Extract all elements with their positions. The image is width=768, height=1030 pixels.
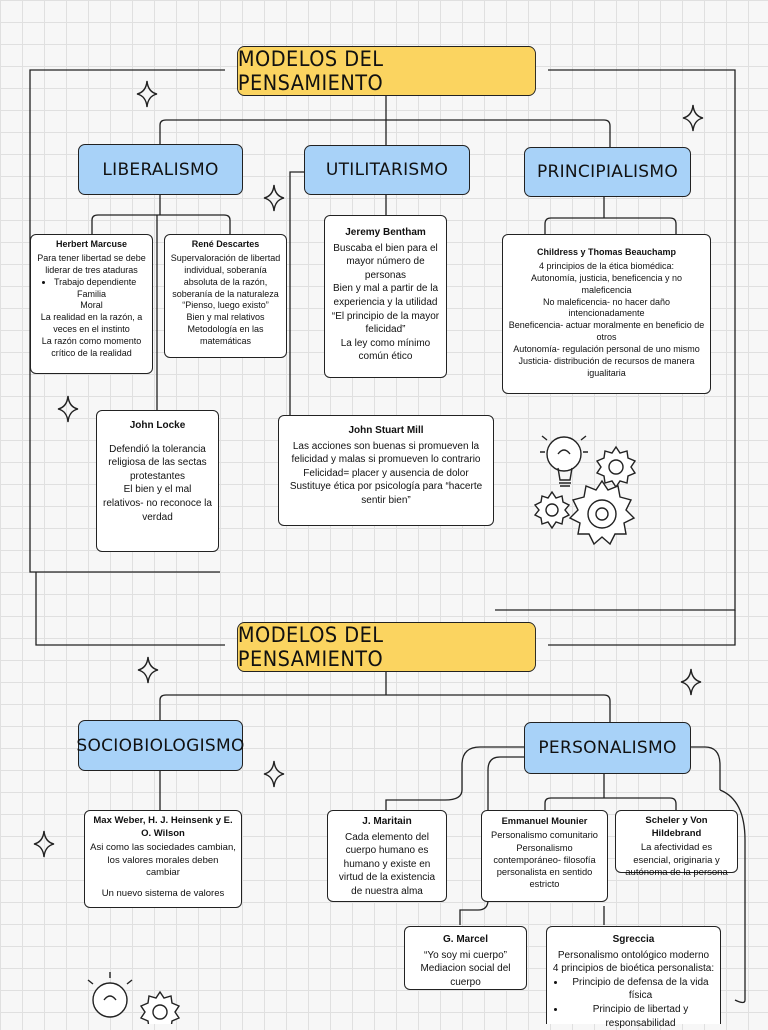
node-name: Sgreccia	[612, 934, 655, 945]
node-text: “Pienso, luego existo”	[182, 300, 269, 311]
node-text: Felicidad= placer y ausencia de dolor	[303, 467, 469, 479]
sparkle-icon	[263, 184, 285, 212]
sparkle-icon	[33, 830, 55, 858]
node-j-maritain: J. Maritain Cada elemento del cuerpo hum…	[327, 810, 447, 902]
node-text: Autonomía, justicia, beneficencia y no m…	[530, 272, 683, 295]
node-emmanuel-mounier: Emmanuel Mounier Personalismo comunitari…	[481, 810, 608, 902]
node-text: Bien y mal relativos	[186, 312, 265, 323]
node-text: 4 principios de la ética biomédica:	[538, 260, 675, 271]
gear-icon	[533, 490, 571, 530]
node-text: Bien y mal a partir de la experiencia y …	[332, 283, 439, 308]
gear-icon	[568, 479, 636, 546]
node-text: Autonomía- regulación personal de uno mi…	[513, 344, 700, 354]
node-text: Buscaba el bien para el mayor número de …	[333, 242, 438, 281]
node-text: Las acciones son buenas si promueven la …	[291, 440, 481, 466]
node-sgreccia: Sgreccia Personalismo ontológico moderno…	[546, 926, 721, 1029]
node-text: Un nuevo sistema de valores	[101, 887, 225, 899]
node-text: Personalismo ontológico moderno	[557, 949, 710, 961]
sparkle-icon	[57, 395, 79, 423]
node-text: 4 principios de bioética personalista:	[552, 963, 715, 975]
node-john-locke: John Locke Defendió la tolerancia religi…	[96, 410, 219, 552]
sparkle-icon	[137, 656, 159, 684]
gear-icon	[139, 990, 181, 1024]
node-text: El bien y el mal relativos- no reconoce …	[103, 484, 212, 523]
node-text: Metodología en las matemáticas	[187, 324, 264, 346]
list-item: Familia	[76, 288, 106, 299]
gear-icon	[595, 445, 637, 489]
node-rene-descartes: René Descartes Supervaloración de libert…	[164, 234, 287, 358]
node-text: Para tener libertad se debe liderar de t…	[37, 252, 146, 275]
node-text: Cada elemento del cuerpo humano es human…	[338, 831, 436, 897]
category-liberalismo: LIBERALISMO	[78, 144, 243, 195]
category-principialismo: PRINCIPIALISMO	[524, 147, 691, 197]
node-name: Max Weber, H. J. Heinsenk y E. O. Wilson	[93, 815, 233, 839]
node-text: “Yo soy mi cuerpo”	[424, 949, 507, 961]
sparkle-icon	[682, 104, 704, 132]
list-item: Principio de libertad y responsabilidad	[566, 1003, 715, 1030]
node-text: Asi como las sociedades cambian, los val…	[90, 842, 236, 879]
sparkle-icon	[136, 80, 158, 108]
category-sociobiologismo: SOCIOBIOLOGISMO	[76, 720, 244, 771]
node-text: “El principio de la mayor felicidad”	[331, 310, 440, 336]
title-modelos-del-pensamiento-2: MODELOS DEL PENSAMIENTO	[237, 622, 536, 672]
node-text: Sustituye ética por psicología para “hac…	[289, 481, 483, 506]
node-name: G. Marcel	[442, 934, 489, 945]
node-text: Personalismo contemporáneo- filosofía pe…	[493, 842, 596, 890]
sparkle-icon	[263, 760, 285, 788]
node-name: John Locke	[129, 420, 186, 431]
node-name: Childress y Thomas Beauchamp	[536, 247, 677, 257]
title-modelos-del-pensamiento: MODELOS DEL PENSAMIENTO	[237, 46, 536, 96]
node-text: La ley como mínimo común ético	[340, 337, 431, 363]
node-text: La razón como momento crítico de la real…	[41, 336, 142, 358]
node-john-stuart-mill: John Stuart Mill Las acciones son buenas…	[278, 415, 494, 526]
category-personalismo: PERSONALISMO	[524, 722, 691, 774]
node-name: Herbert Marcuse	[55, 239, 128, 249]
node-text: Supervaloración de libertad individual, …	[170, 252, 281, 299]
node-g-marcel: G. Marcel “Yo soy mi cuerpo” Mediacion s…	[404, 926, 527, 990]
list-item: Moral	[80, 300, 103, 311]
node-name: John Stuart Mill	[348, 425, 424, 436]
list-item: Principio de defensa de la vida física	[566, 976, 715, 1003]
node-scheler-hildebrand: Scheler y Von Hildebrand La afectividad …	[615, 810, 738, 878]
node-jeremy-bentham: Jeremy Bentham Buscaba el bien para el m…	[324, 215, 447, 378]
node-name: René Descartes	[191, 239, 260, 249]
lightbulb-icon	[87, 972, 133, 1018]
node-name: Emmanuel Mounier	[501, 816, 588, 826]
node-herbert-marcuse: Herbert Marcuse Para tener libertad se d…	[30, 234, 153, 374]
sparkle-icon	[680, 668, 702, 696]
category-utilitarismo: UTILITARISMO	[304, 145, 470, 195]
node-text: Mediacion social del cuerpo	[420, 963, 511, 988]
node-text: Defendió la tolerancia religiosa de las …	[108, 443, 207, 482]
node-name: Jeremy Bentham	[345, 227, 426, 238]
node-text: La realidad en la razón, a veces en el i…	[40, 312, 143, 335]
node-text: La afectividad es esencial, originaria y…	[625, 842, 728, 879]
lightbulb-icon	[540, 435, 588, 487]
node-name: J. Maritain	[362, 816, 412, 827]
node-childress-beauchamp: Childress y Thomas Beauchamp 4 principio…	[502, 234, 711, 394]
node-text: Personalismo comunitario	[491, 830, 598, 841]
node-text: Justicia- distribución de recursos de ma…	[518, 355, 695, 378]
node-text: No maleficencia- no hacer daño intencion…	[542, 296, 671, 319]
node-max-weber: Max Weber, H. J. Heinsenk y E. O. Wilson…	[84, 810, 242, 908]
node-text: Beneficencia- actuar moralmente en benef…	[508, 320, 705, 343]
list-item: Trabajo dependiente	[54, 277, 147, 289]
node-name: Scheler y Von Hildebrand	[645, 815, 708, 839]
